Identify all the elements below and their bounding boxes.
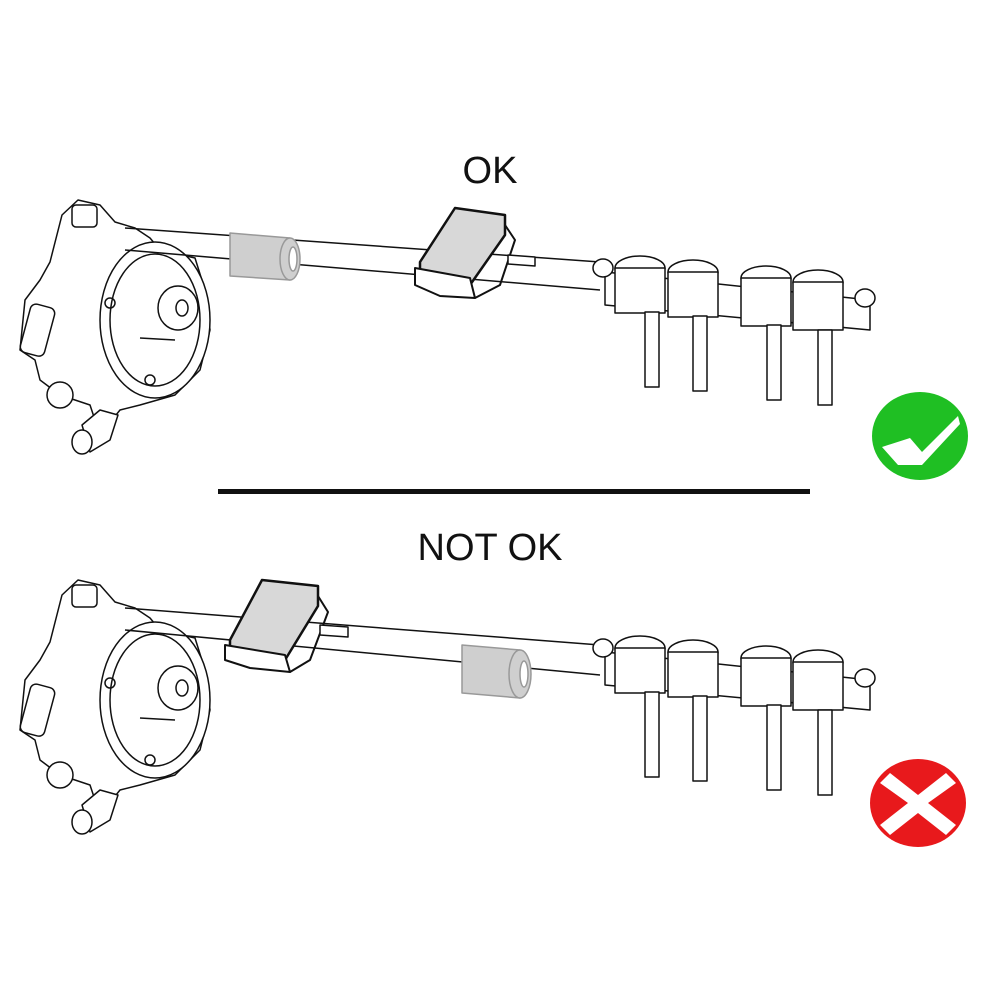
injector-rail	[592, 255, 876, 406]
gas-filter	[461, 644, 532, 699]
not-ok-installation-diagram	[19, 578, 876, 835]
check-icon	[872, 392, 968, 480]
cross-icon	[870, 759, 966, 847]
pressure-regulator	[19, 199, 211, 455]
gas-filter	[229, 232, 301, 281]
map-sensor	[224, 578, 349, 673]
section-divider	[218, 489, 810, 494]
pressure-regulator	[19, 579, 211, 835]
not-ok-label: NOT OK	[417, 527, 563, 569]
ok-installation-diagram	[19, 199, 876, 455]
map-sensor	[414, 206, 536, 299]
ok-label: OK	[462, 150, 518, 192]
injector-rail	[592, 635, 876, 796]
